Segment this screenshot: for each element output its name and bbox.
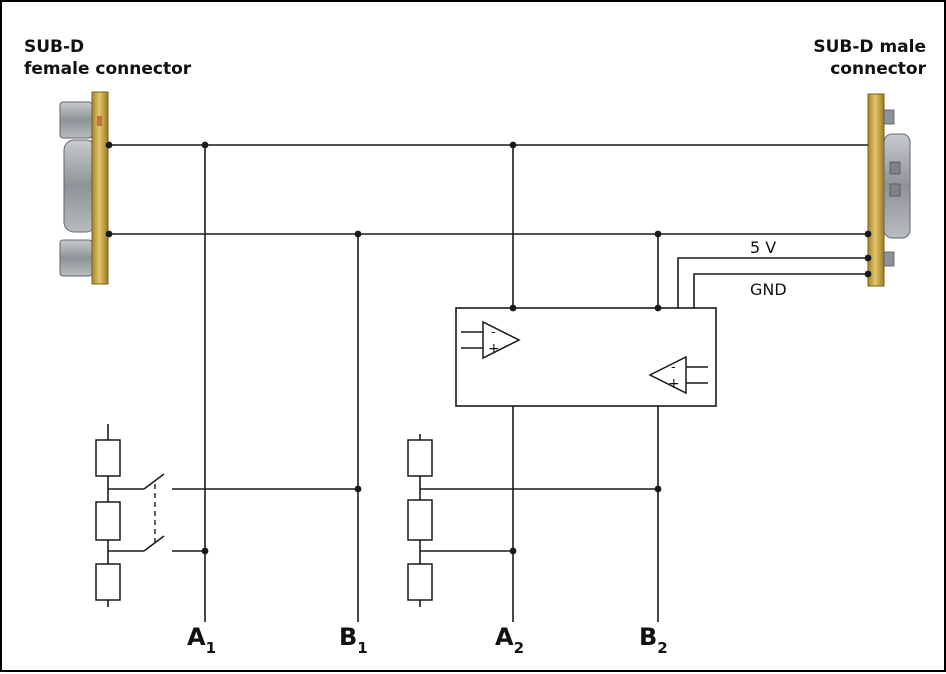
terminal-a2-label: A2 — [495, 623, 524, 657]
male-connector-image — [867, 93, 911, 287]
fixed-termination-network — [407, 434, 658, 607]
driver-amplifier-symbol: - + — [648, 355, 708, 395]
transceiver-box — [455, 307, 717, 407]
resistor-5 — [407, 499, 433, 541]
receiver-amplifier-symbol: - + — [461, 320, 521, 360]
switch-lower — [143, 535, 165, 552]
switch-upper — [143, 473, 165, 490]
resistor-4 — [407, 439, 433, 477]
supply-voltage-label: 5 V — [750, 238, 776, 257]
terminal-labels: A1 B1 A2 B2 — [187, 623, 668, 657]
terminal-b1-label: B1 — [339, 623, 368, 657]
bus-wires — [109, 144, 868, 622]
left-connector-title-line1: SUB-D — [24, 37, 84, 57]
resistor-1 — [95, 439, 121, 477]
resistor-2 — [95, 501, 121, 541]
resistor-3 — [95, 563, 121, 601]
terminal-b2-label: B2 — [639, 623, 668, 657]
amp1-minus-sign: - — [491, 325, 496, 340]
amp2-plus-sign: + — [668, 376, 680, 392]
resistor-6 — [407, 563, 433, 601]
amp1-plus-sign: + — [488, 341, 500, 357]
right-connector-title-line1: SUB-D male — [813, 37, 926, 57]
left-connector-title-line2: female connector — [24, 59, 192, 79]
terminal-a1-label: A1 — [187, 623, 216, 657]
ground-label: GND — [750, 280, 787, 299]
female-connector-image — [59, 91, 109, 285]
right-connector-title-line2: connector — [830, 59, 926, 79]
junction-dots — [105, 141, 872, 555]
power-wires — [677, 257, 868, 308]
switchable-termination-network — [95, 424, 358, 607]
amp2-minus-sign: - — [671, 360, 676, 375]
